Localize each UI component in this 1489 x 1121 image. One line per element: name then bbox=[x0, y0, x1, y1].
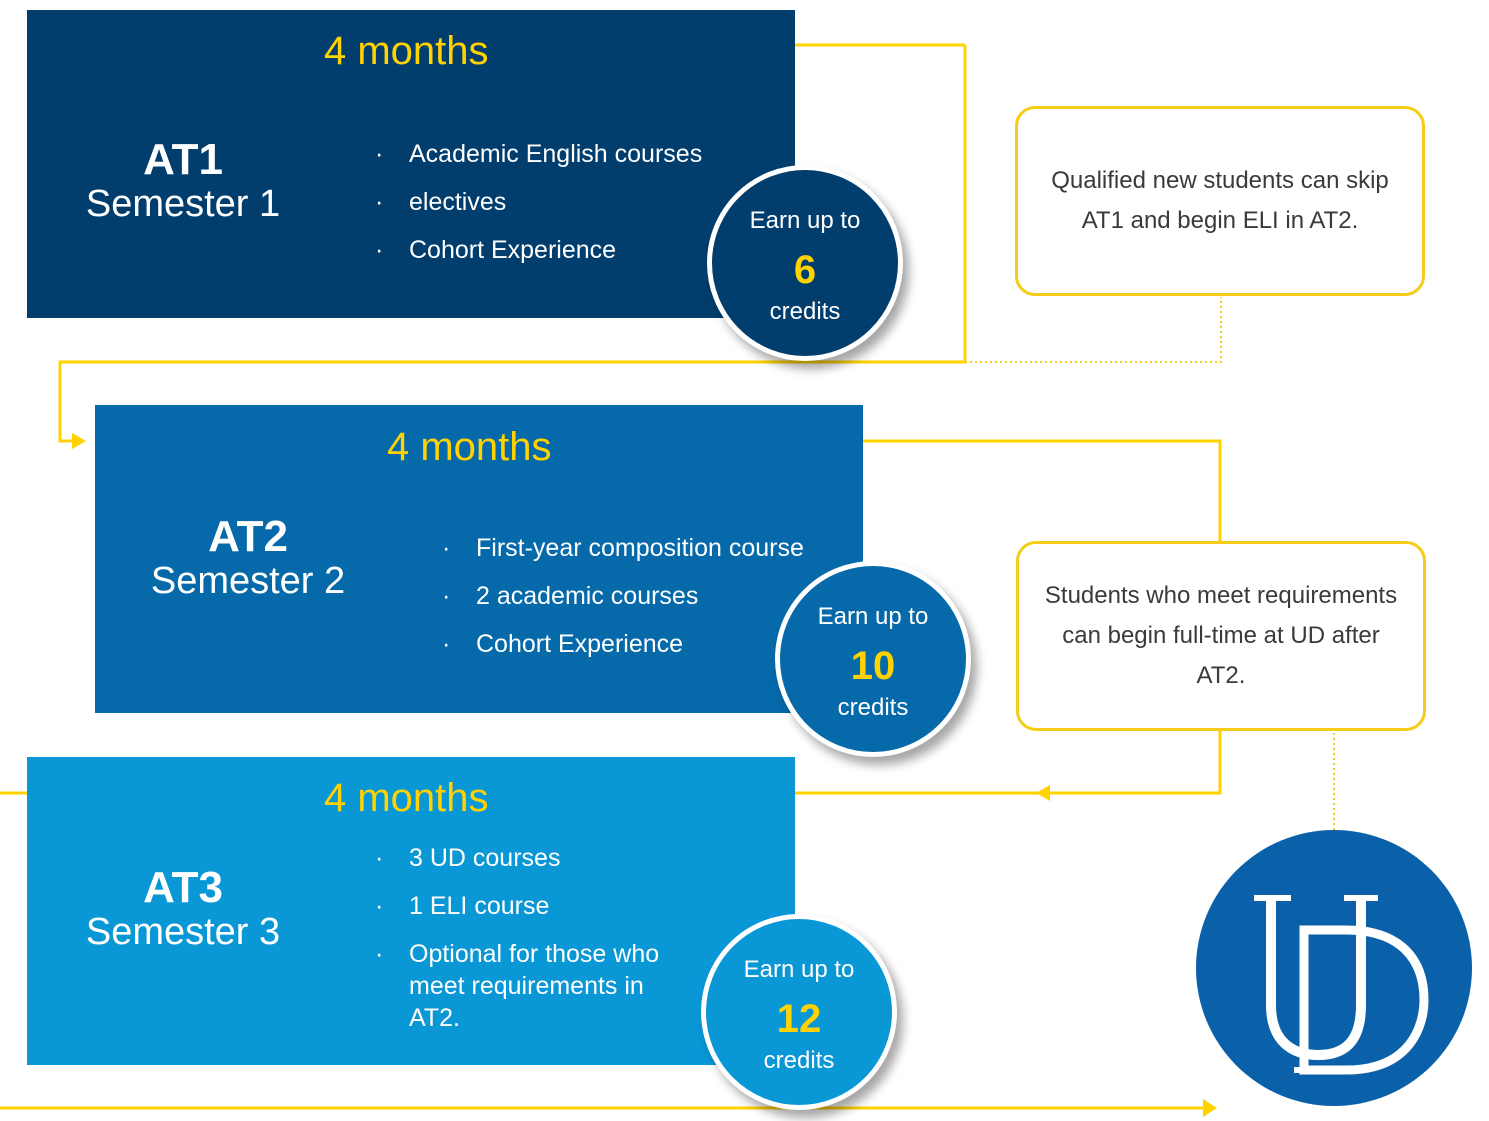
list-item: Cohort Experience bbox=[442, 628, 804, 660]
at1-code: AT1 bbox=[143, 135, 223, 184]
at3-course-list: 3 UD courses 1 ELI course Optional for t… bbox=[375, 842, 694, 1050]
list-item: First-year composition course bbox=[442, 532, 804, 564]
fulltime-note-text: Students who meet requirements can begin… bbox=[1044, 582, 1398, 689]
list-item: electives bbox=[375, 186, 702, 218]
at1-panel: 4 months AT1 Semester 1 Academic English… bbox=[27, 10, 795, 318]
at2-course-list: First-year composition course 2 academic… bbox=[442, 532, 804, 676]
at2-semester: Semester 2 bbox=[150, 560, 346, 603]
skip-at1-note: Qualified new students can skip AT1 and … bbox=[1015, 106, 1425, 296]
badge-credit-unit: credits bbox=[763, 1047, 835, 1074]
at2-panel: 4 months AT2 Semester 2 First-year compo… bbox=[95, 405, 863, 713]
at2-credits-badge: Earn up to 10 credits bbox=[775, 561, 971, 757]
badge-credit-count: 10 bbox=[850, 644, 896, 688]
list-item: Cohort Experience bbox=[375, 234, 702, 266]
at1-duration: 4 months bbox=[324, 29, 489, 73]
badge-credit-unit: credits bbox=[769, 298, 841, 325]
at3-panel: 4 months AT3 Semester 3 3 UD courses 1 E… bbox=[27, 757, 795, 1065]
badge-credit-count: 12 bbox=[776, 997, 822, 1041]
at1-semester: Semester 1 bbox=[85, 183, 281, 226]
at3-duration: 4 months bbox=[324, 776, 489, 820]
at3-title: AT3 Semester 3 bbox=[63, 863, 303, 954]
ud-logo-icon bbox=[1196, 830, 1472, 1106]
list-item: 1 ELI course bbox=[375, 890, 694, 922]
badge-credit-unit: credits bbox=[837, 694, 909, 721]
badge-earn-label: Earn up to bbox=[749, 207, 861, 234]
at1-title: AT1 Semester 1 bbox=[63, 135, 303, 226]
at1-course-list: Academic English courses electives Cohor… bbox=[375, 138, 702, 282]
skip-at1-note-text: Qualified new students can skip AT1 and … bbox=[1051, 167, 1389, 234]
at2-title: AT2 Semester 2 bbox=[128, 512, 368, 603]
list-item: 2 academic courses bbox=[442, 580, 804, 612]
badge-earn-label: Earn up to bbox=[817, 603, 929, 630]
badge-credit-count: 6 bbox=[793, 248, 817, 292]
list-item: 3 UD courses bbox=[375, 842, 694, 874]
at3-credits-badge: Earn up to 12 credits bbox=[701, 914, 897, 1110]
at3-semester: Semester 3 bbox=[85, 911, 281, 954]
at3-code: AT3 bbox=[143, 863, 223, 912]
fulltime-note: Students who meet requirements can begin… bbox=[1016, 541, 1426, 731]
at1-credits-badge: Earn up to 6 credits bbox=[707, 165, 903, 361]
list-item: Academic English courses bbox=[375, 138, 702, 170]
at2-duration: 4 months bbox=[387, 425, 552, 469]
list-item: Optional for those who meet requirements… bbox=[375, 938, 694, 1034]
ud-monogram-icon bbox=[1254, 895, 1429, 1075]
at2-code: AT2 bbox=[208, 512, 288, 561]
badge-earn-label: Earn up to bbox=[743, 956, 855, 983]
